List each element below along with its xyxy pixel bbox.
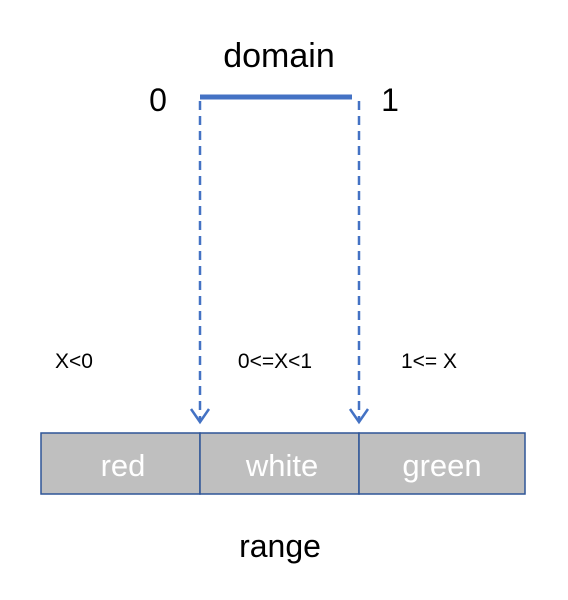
range-cell-white: [199, 432, 360, 495]
condition-label-0-to-1: 0<=X<1: [238, 350, 312, 373]
range-cell-green: [358, 432, 526, 495]
range-cell-label: green: [402, 448, 481, 483]
dashed-arrow-left: [189, 101, 211, 425]
range-cell-label: red: [101, 448, 146, 483]
domain-title: domain: [223, 37, 335, 75]
domain-end-label: 1: [381, 82, 399, 118]
arrow-head-icon: [348, 408, 370, 425]
domain-start-label: 0: [149, 82, 167, 118]
range-bar: red white green: [40, 432, 526, 495]
condition-label-below-0: X<0: [55, 350, 93, 373]
arrow-head-icon: [189, 408, 211, 425]
dashed-arrow-right: [348, 101, 370, 425]
condition-label-above-1: 1<= X: [401, 350, 457, 373]
range-title: range: [239, 528, 321, 564]
range-cell-label: white: [245, 448, 318, 483]
